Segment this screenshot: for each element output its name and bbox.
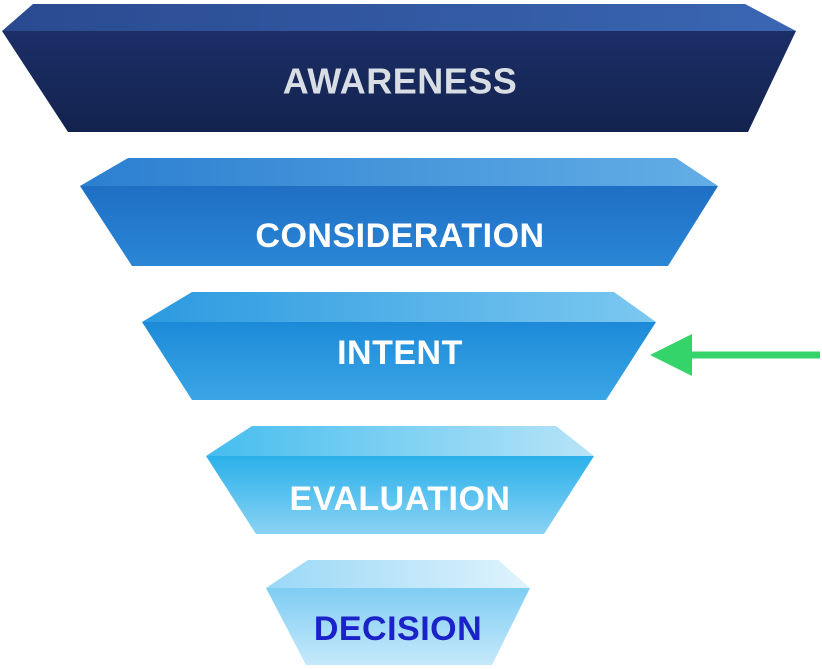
intent-top-face (142, 292, 656, 322)
evaluation-top-face (206, 426, 594, 456)
evaluation-label: EVALUATION (290, 480, 511, 518)
decision-top-face (266, 560, 530, 588)
decision-label: DECISION (314, 610, 482, 648)
awareness-front-face (2, 31, 796, 132)
intent-label: INTENT (337, 334, 463, 372)
awareness-label: AWARENESS (283, 61, 518, 102)
consideration-front-face (80, 186, 718, 266)
funnel-stage-evaluation: EVALUATION (206, 426, 594, 534)
consideration-label: CONSIDERATION (255, 217, 544, 255)
awareness-top-face (2, 4, 796, 31)
consideration-top-face (80, 158, 718, 186)
highlight-arrow (650, 334, 820, 376)
funnel-stage-intent: INTENT (142, 292, 656, 400)
intent-front-face (142, 322, 656, 400)
funnel-stage-awareness: AWARENESS (2, 4, 796, 132)
funnel-stage-decision: DECISION (266, 560, 530, 665)
funnel-stage-consideration: CONSIDERATION (80, 158, 718, 266)
decision-front-face (266, 588, 530, 665)
evaluation-front-face (206, 456, 594, 534)
left-arrow-icon (650, 334, 692, 376)
